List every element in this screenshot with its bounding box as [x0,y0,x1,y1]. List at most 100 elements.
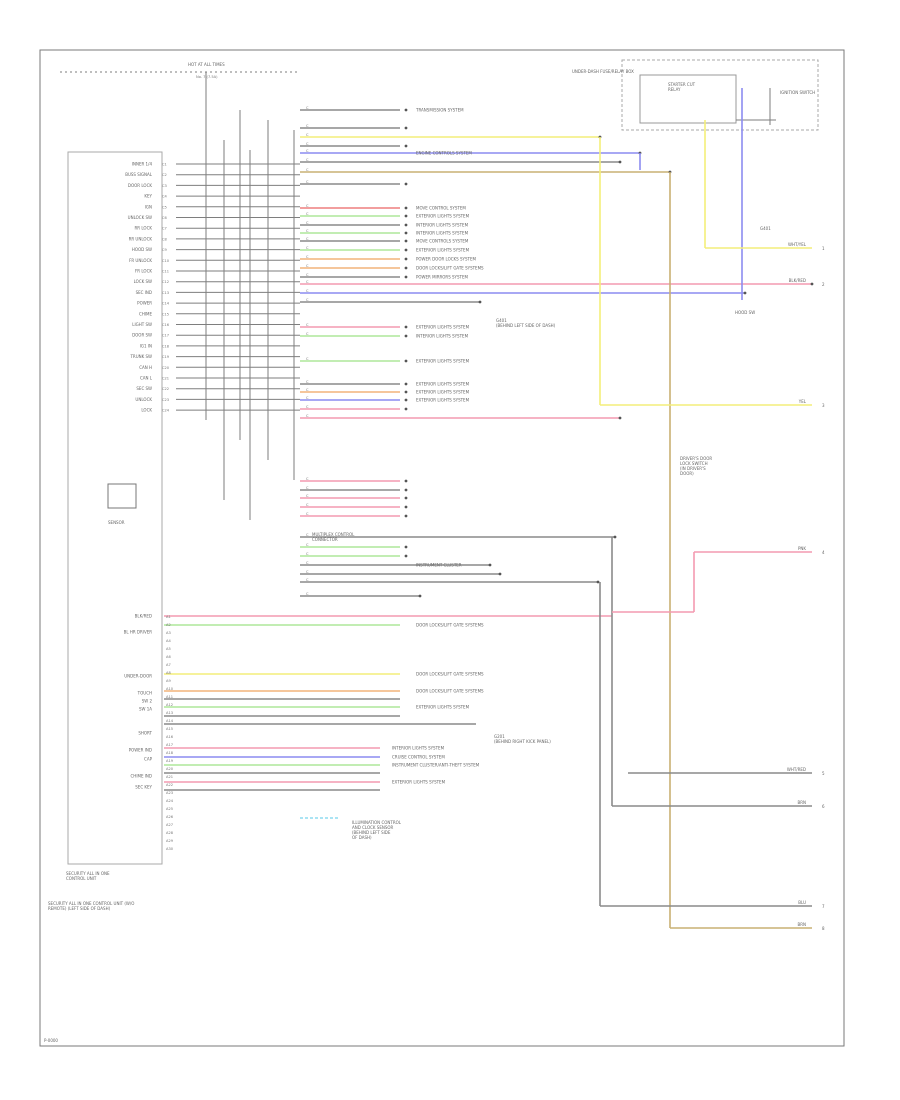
system-label: DOOR LOCKS/LIFT GATE SYSTEMS [416,623,484,628]
system-label: ENGINE CONTROLS SYSTEM [416,151,472,156]
system-label: EXTERIOR LIGHTS SYSTEM [416,248,470,253]
left-pin-label: RR LOCK [135,226,153,231]
svg-text:C2: C2 [162,173,167,177]
hood-note: HOOD SW [735,310,755,315]
svg-text:C20: C20 [162,366,170,370]
svg-text:C18: C18 [162,344,170,348]
bottom-pin-label: SEC KEY [135,785,152,790]
svg-text:C3: C3 [162,184,167,188]
svg-text:A13: A13 [166,711,173,715]
svg-text:C: C [306,142,309,146]
svg-text:C14: C14 [162,302,170,306]
system-label: EXTERIOR LIGHTS SYSTEM [416,705,470,710]
bottom-pin-label: POWER IND [129,748,152,753]
left-pin-label: UNLOCK [135,397,152,402]
svg-text:C: C [306,494,309,498]
svg-text:C: C [306,212,309,216]
svg-text:C: C [306,486,309,490]
system-label: POWER MIRRORS SYSTEM [416,275,469,280]
svg-text:C: C [306,332,309,336]
svg-text:C19: C19 [162,355,170,359]
svg-text:C: C [306,168,309,172]
left-pin-label: RR UNLOCK [129,236,153,241]
bottom-pin-label: BL HR DRIVER [124,630,153,635]
left-pin-label: BUSS SIGNAL [125,172,153,177]
bottom-pin-label: CHIME IND [131,774,152,779]
svg-text:C: C [306,512,309,516]
svg-text:A24: A24 [166,799,174,803]
system-label: EXTERIOR LIGHTS SYSTEM [416,390,470,395]
svg-text:C8: C8 [162,237,168,241]
svg-text:C: C [306,298,309,302]
edge-number: 8 [822,926,825,931]
system-label: EXTERIOR LIGHTS SYSTEM [416,325,470,330]
edge-number: 2 [822,282,825,287]
svg-text:A10: A10 [166,687,174,691]
svg-text:C15: C15 [162,312,169,316]
bottom-pin-label: SHORT [138,731,152,736]
fuse-label: HOT AT ALL TIMES [188,62,225,67]
svg-text:A26: A26 [166,815,174,819]
svg-text:A21: A21 [166,775,173,779]
page-id: P-0000 [44,1038,58,1043]
system-label: CRUISE CONTROL SYSTEM [392,755,445,760]
svg-text:A29: A29 [166,839,174,843]
left-pin-label: CHIME [139,311,152,316]
svg-text:C: C [306,246,309,250]
diagram-frame [39,49,845,1047]
left-pin-label: SEC SW [136,386,152,391]
left-pin-label: IGN [145,204,152,209]
system-label: DOOR LOCKS/LIFT GATE SYSTEMS [416,672,484,677]
system-label: EXTERIOR LIGHTS SYSTEM [416,214,470,219]
svg-text:UNDER-DASH FUSE/RELAY BOX: UNDER-DASH FUSE/RELAY BOX [572,69,634,74]
system-label: INTERIOR LIGHTS SYSTEM [416,223,469,228]
svg-text:C: C [306,561,309,565]
system-label: TRANSMISSION SYSTEM [415,108,464,113]
system-label: EXTERIOR LIGHTS SYSTEM [392,780,446,785]
system-label: EXTERIOR LIGHTS SYSTEM [416,359,470,364]
svg-text:A20: A20 [166,767,174,771]
svg-text:A23: A23 [166,791,173,795]
svg-text:A7: A7 [166,663,171,667]
svg-text:C16: C16 [162,323,170,327]
svg-text:C: C [306,273,309,277]
left-pin-label: UNLOCK SW [128,215,152,220]
svg-text:A15: A15 [166,727,173,731]
svg-text:C: C [306,592,309,596]
svg-text:C: C [306,388,309,392]
svg-text:C13: C13 [162,291,169,295]
system-labels: TRANSMISSION SYSTEM ENGINE CONTROLS SYSTE… [392,108,484,785]
svg-text:C: C [306,180,309,184]
svg-text:A9: A9 [166,679,171,683]
svg-text:A14: A14 [166,719,174,723]
svg-text:C9: C9 [162,248,168,252]
svg-text:C: C [306,255,309,259]
edge-number: 5 [822,771,825,776]
svg-text:A19: A19 [166,759,174,763]
left-pin-label: LOCK [141,408,152,413]
sensor-label: SENSOR [108,520,125,525]
system-label: MOVE CONTROLS SYSTEM [416,239,469,244]
edge-label: WHT/RED [787,767,806,772]
svg-text:C: C [306,503,309,507]
edge-label: PNK [798,546,806,551]
svg-text:A22: A22 [166,783,173,787]
svg-text:A5: A5 [166,647,171,651]
svg-text:C: C [306,106,309,110]
left-pin-label: HOOD SW [132,247,152,252]
svg-text:C: C [306,204,309,208]
svg-text:C: C [306,124,309,128]
bottom-pin-label: TOUCH [137,691,152,696]
svg-text:C5: C5 [162,205,167,209]
svg-text:C6: C6 [162,216,168,220]
svg-text:C: C [306,323,309,327]
svg-text:A12: A12 [166,703,173,707]
edge-number: 4 [822,550,825,555]
svg-text:C4: C4 [162,195,168,199]
